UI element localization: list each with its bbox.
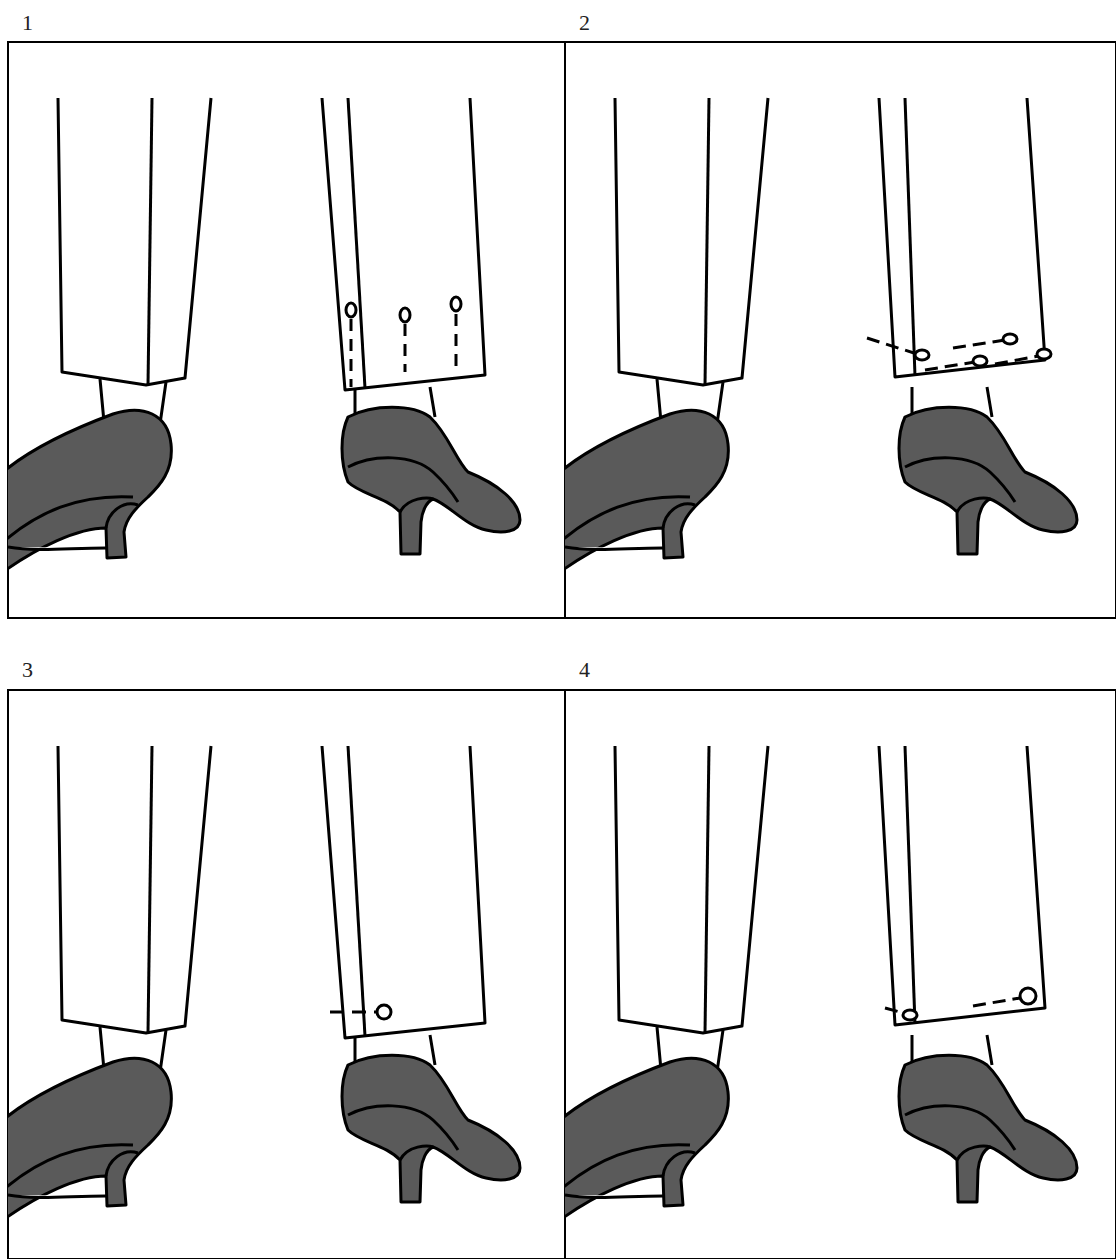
panel-number: 3 [22,659,33,681]
step-illustration [8,98,520,572]
step-illustration [565,98,1077,572]
panel-number: 1 [22,12,33,34]
step-illustration [8,746,520,1220]
panel-number: 4 [579,659,590,681]
panel-number: 2 [579,12,590,34]
step-illustration [565,746,1077,1220]
